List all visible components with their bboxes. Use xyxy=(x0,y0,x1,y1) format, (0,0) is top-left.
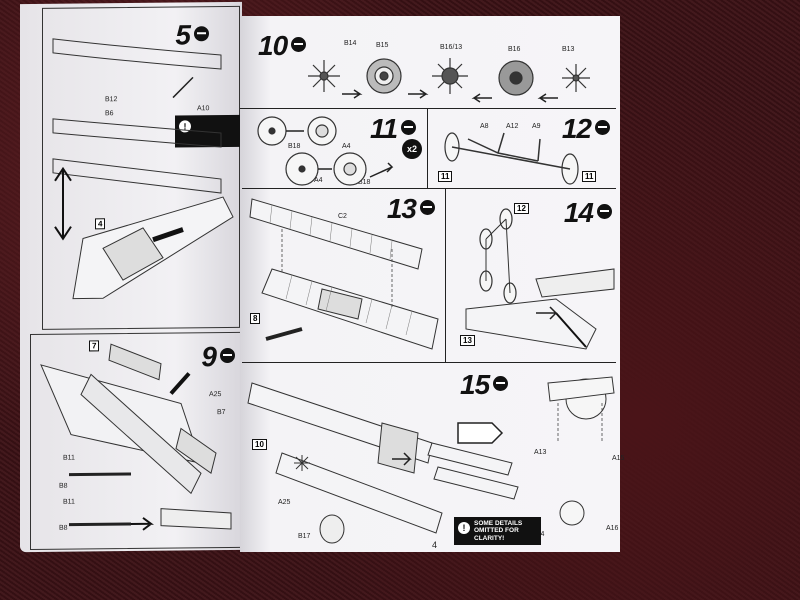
part-label: B18 xyxy=(358,179,371,186)
step-14-panel: 14 12 13 xyxy=(446,189,616,363)
step-13-panel: 13 C2 8 xyxy=(242,189,446,363)
part-label: B13 xyxy=(562,46,575,53)
wheel-assembly-illustration xyxy=(257,116,394,186)
part-label: B16/13 xyxy=(440,44,463,51)
step-15-panel: 15 10 A25 B17 A13 A15 A14 A16 !SOME DETA… xyxy=(242,363,624,546)
landing-gear-fitting-illustration xyxy=(465,208,615,350)
step-9-panel: 9 7 A25 B7 B11 B8 B11 B8 xyxy=(30,331,242,551)
final-assembly-illustration xyxy=(247,376,615,544)
right-page: 10 B14 B15 B16/13 B16 B13 11 x2 B18 xyxy=(240,16,624,552)
details-omitted-note: !SOME DETAILS OMITTED FOR CLARITY! xyxy=(454,517,541,546)
part-label: A13 xyxy=(534,449,547,456)
step-reference-box: 12 xyxy=(514,203,529,214)
wing-assembly-illustration xyxy=(249,198,439,350)
step-reference-box: 10 xyxy=(252,439,267,450)
step-12-number: 12 xyxy=(562,115,610,143)
step-10-number: 10 xyxy=(258,32,307,60)
part-label: B15 xyxy=(376,42,389,49)
step-12-panel: 12 A8 A12 A9 11 11 xyxy=(428,109,616,189)
part-label: B16 xyxy=(508,46,521,53)
left-page: 5 B12 B6 A10 4 ! 9 7 A25 B7 B11 B8 B11 B… xyxy=(20,1,242,553)
part-label: B18 xyxy=(288,143,301,150)
step-11-number: 11 xyxy=(370,115,417,143)
step-10-panel: 10 B14 B15 B16/13 B16 B13 xyxy=(240,16,616,109)
part-label: B14 xyxy=(344,40,357,47)
step-reference-box: 13 xyxy=(460,335,475,346)
part-label: A9 xyxy=(532,123,541,130)
part-label: A4 xyxy=(342,143,351,150)
part-label: A8 xyxy=(480,123,489,130)
step-11-panel: 11 x2 B18 A4 A4 B18 xyxy=(242,109,428,189)
part-label: A25 xyxy=(278,499,291,506)
step-reference-box: 11 xyxy=(582,171,597,182)
page-number: 4 xyxy=(432,540,438,550)
part-label: C2 xyxy=(338,213,347,220)
part-label: A4 xyxy=(314,177,323,184)
quantity-badge: x2 xyxy=(402,139,422,159)
step-15-number: 15 xyxy=(460,371,509,399)
step-9-illustration xyxy=(40,343,232,531)
part-label: A16 xyxy=(606,525,619,532)
step-reference-box: 11 xyxy=(438,171,453,182)
part-label: A15 xyxy=(612,455,625,462)
undercarriage-illustration xyxy=(444,132,579,185)
part-label: A12 xyxy=(506,123,519,130)
step-reference-box: 8 xyxy=(250,313,261,324)
step-13-number: 13 xyxy=(387,195,435,223)
step-5-illustration xyxy=(52,38,234,300)
part-label: B17 xyxy=(298,533,311,540)
note-text: SOME DETAILS OMITTED FOR CLARITY! xyxy=(474,520,523,542)
engine-assembly-illustration xyxy=(308,58,590,103)
step-5-panel: 5 B12 B6 A10 4 ! xyxy=(42,5,241,330)
step-14-number: 14 xyxy=(564,199,612,227)
